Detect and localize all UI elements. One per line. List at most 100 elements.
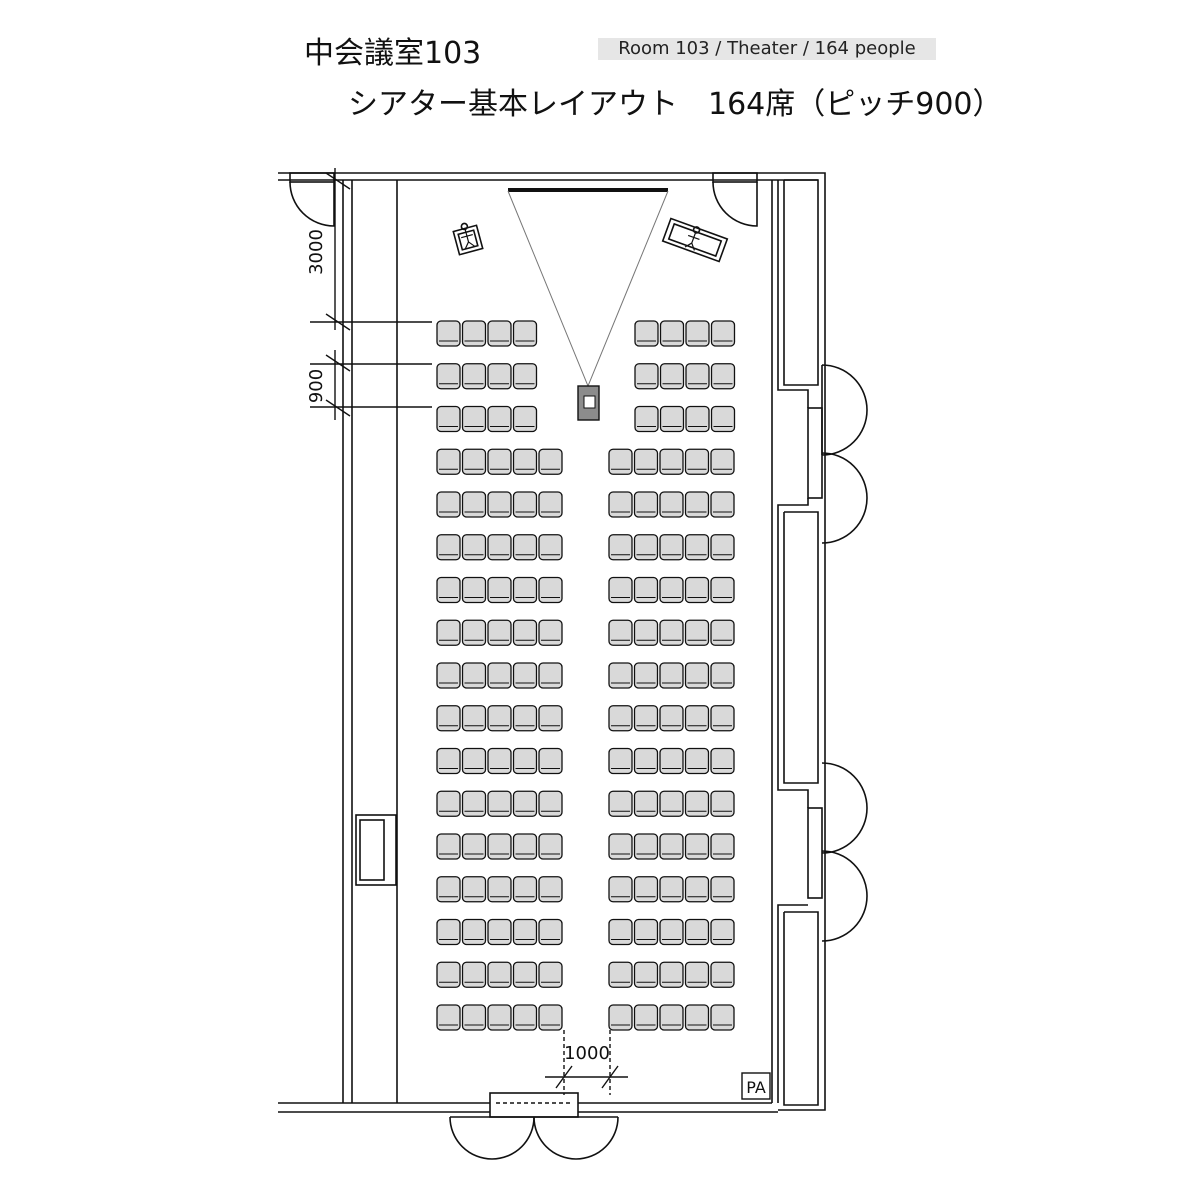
seat <box>633 534 659 561</box>
seat <box>512 320 538 347</box>
seat <box>538 619 563 646</box>
seat <box>633 790 659 817</box>
seat <box>659 320 685 347</box>
seat <box>684 705 710 732</box>
seat <box>512 705 538 732</box>
rear-door-right-swing <box>533 1116 619 1160</box>
seat <box>684 576 710 604</box>
seat <box>436 405 461 433</box>
partition-mid <box>777 904 808 1103</box>
seat <box>461 918 487 946</box>
seat <box>659 448 684 475</box>
seat <box>538 576 563 604</box>
seat <box>633 576 659 604</box>
seat <box>436 491 461 518</box>
seat <box>659 705 684 732</box>
seat <box>710 619 735 646</box>
dim-aisle-tick-left <box>555 1065 573 1089</box>
seat <box>538 448 563 475</box>
seat <box>634 405 659 433</box>
seat <box>538 662 563 689</box>
seat <box>487 833 512 860</box>
seat <box>538 705 563 732</box>
seat <box>608 790 633 817</box>
seat <box>633 833 659 860</box>
seat <box>684 747 710 775</box>
seat <box>608 619 633 646</box>
seat <box>487 576 512 604</box>
seat <box>684 662 710 689</box>
room-title: 中会議室103 <box>304 36 482 71</box>
seat <box>710 705 735 732</box>
seat <box>487 363 512 390</box>
seat <box>512 363 538 390</box>
seat <box>633 961 659 988</box>
partition-upper-outer <box>783 179 819 386</box>
seat <box>659 876 684 903</box>
seat <box>461 705 487 732</box>
seat <box>710 405 736 433</box>
seat <box>685 363 710 390</box>
seat <box>710 662 735 689</box>
partition-mid-upper <box>777 498 809 808</box>
seat <box>461 320 487 347</box>
seat <box>633 662 659 689</box>
seat <box>608 1004 633 1031</box>
seat <box>684 961 710 988</box>
seat <box>512 662 538 689</box>
seat <box>512 876 538 903</box>
seat <box>436 747 461 775</box>
seat <box>436 320 461 347</box>
seat <box>684 491 710 518</box>
seat <box>659 619 684 646</box>
front-door-swing <box>712 181 758 227</box>
seat <box>538 833 563 860</box>
seat <box>436 619 461 646</box>
seat <box>436 918 461 946</box>
side-door-lower-a <box>821 762 868 854</box>
seat <box>633 705 659 732</box>
seat <box>512 918 538 946</box>
seat <box>436 534 461 561</box>
seat <box>608 448 633 475</box>
seat <box>684 534 710 561</box>
seat <box>512 491 538 518</box>
seat <box>512 790 538 817</box>
dim-aisle-width: 1000 <box>564 1043 610 1064</box>
seat <box>436 576 461 604</box>
seat <box>608 534 633 561</box>
seat <box>512 747 538 775</box>
seat <box>634 320 659 347</box>
seat <box>487 320 512 347</box>
seat <box>659 747 684 775</box>
outer-wall-top <box>278 172 826 1111</box>
dim-front-depth: 3000 <box>306 229 327 275</box>
seat <box>684 448 710 475</box>
seat <box>436 662 461 689</box>
seat <box>512 534 538 561</box>
seat <box>461 876 487 903</box>
seat <box>487 705 512 732</box>
seat <box>659 833 684 860</box>
seat <box>436 876 461 903</box>
pa-box <box>741 1072 771 1100</box>
side-counter <box>355 814 397 886</box>
seat <box>436 1004 461 1031</box>
seat <box>633 918 659 946</box>
seat <box>538 918 563 946</box>
seat <box>608 576 633 604</box>
seating-area <box>436 320 736 1031</box>
projection-cone <box>507 190 669 388</box>
seat <box>461 405 487 433</box>
side-door-upper-a <box>821 364 868 456</box>
seat <box>710 576 735 604</box>
lectern-left <box>452 222 484 256</box>
seat <box>512 405 538 433</box>
seat <box>659 918 684 946</box>
seat <box>461 833 487 860</box>
pa-label: PA <box>746 1078 766 1097</box>
seat <box>487 918 512 946</box>
seat <box>659 491 684 518</box>
seat <box>487 405 512 433</box>
seat <box>634 363 659 390</box>
